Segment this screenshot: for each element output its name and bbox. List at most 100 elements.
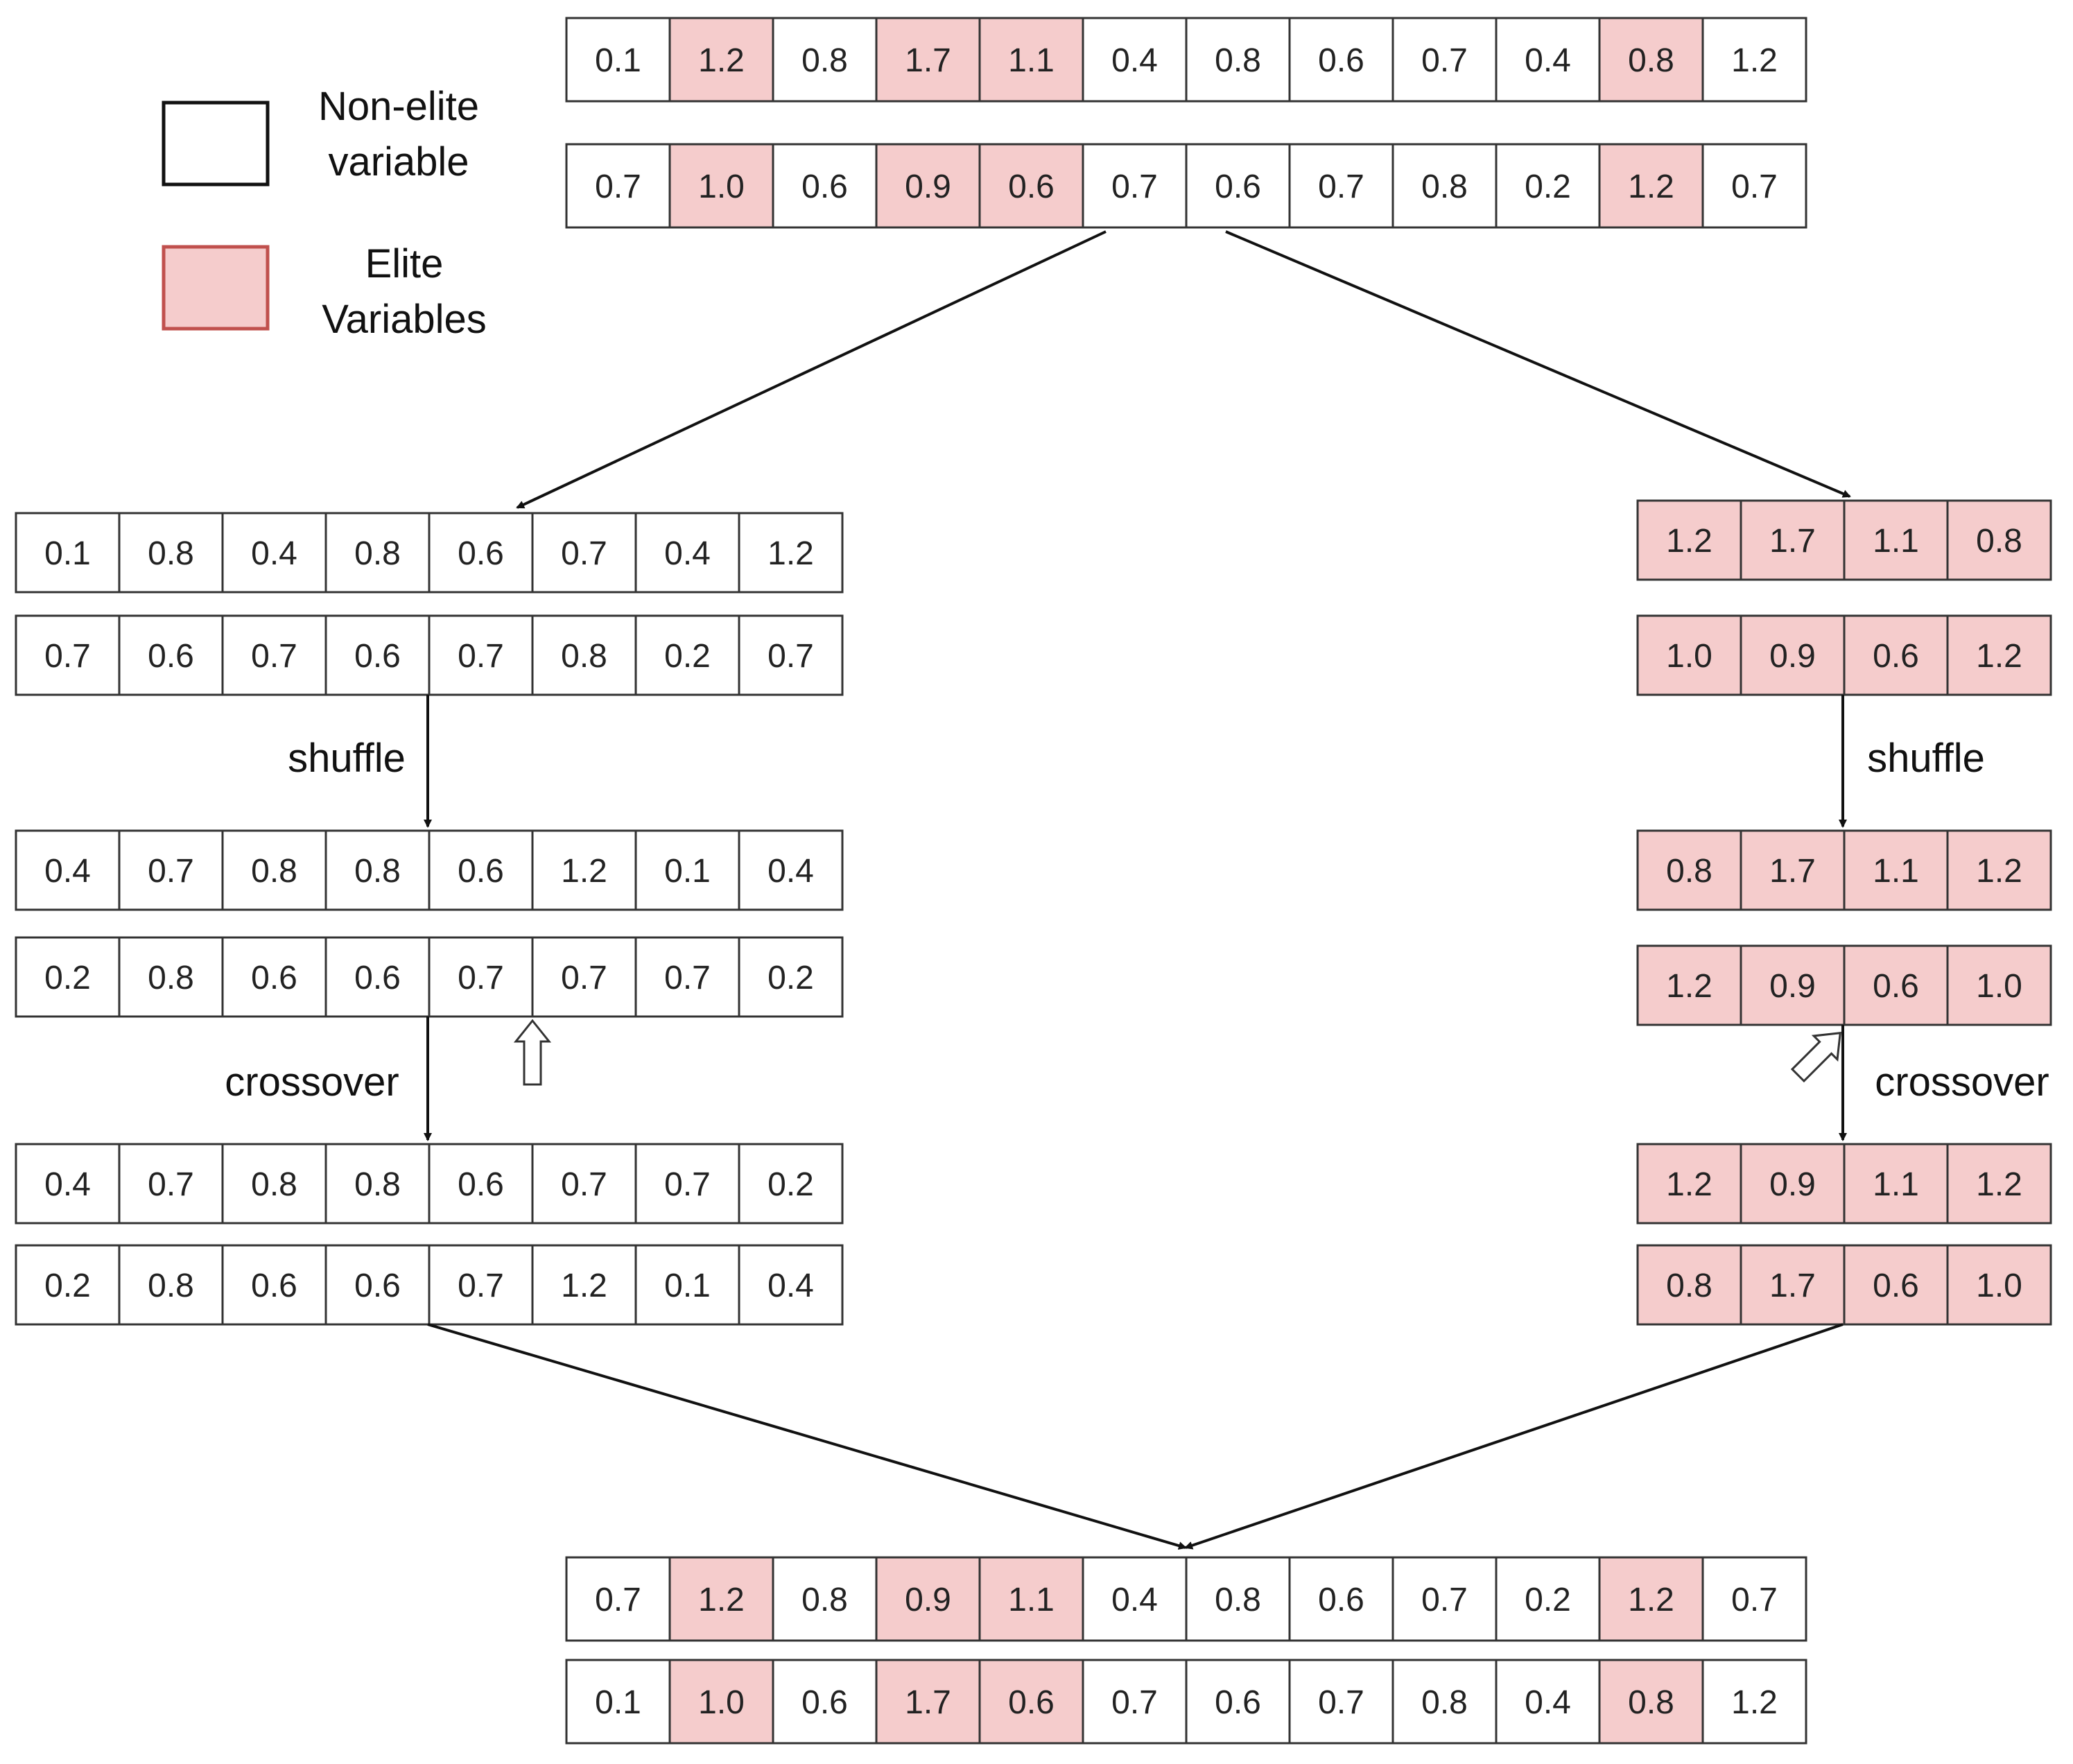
- gene-value: 1.2: [1731, 42, 1778, 79]
- gene-value: 0.4: [1111, 1582, 1158, 1618]
- non-elite-gene-cell: [738, 614, 844, 696]
- gene-value: 0.6: [1873, 968, 1919, 1005]
- elite-gene-cell: [1740, 944, 1846, 1026]
- gene-value: 1.0: [698, 1684, 745, 1721]
- gene-value: 0.7: [458, 638, 504, 675]
- flow-arrows: [424, 230, 1851, 1550]
- legend-elite-label-line1: Elite: [365, 241, 444, 286]
- non-elite-gene-cell: [738, 1143, 844, 1225]
- gene-value: 0.7: [148, 853, 194, 890]
- legend-elite-swatch: [162, 245, 270, 331]
- gene-value: 0.8: [1976, 523, 2022, 560]
- non-elite-gene-cell: [565, 1659, 671, 1745]
- gene-value: 0.2: [767, 960, 814, 996]
- gene-value: 0.6: [1873, 638, 1919, 675]
- gene-value: 1.1: [1008, 42, 1055, 79]
- non-elite-gene-cell: [634, 512, 740, 594]
- legend: Non-elite variable Elite Variables: [162, 84, 487, 342]
- non-elite-gene-cell: [428, 936, 534, 1018]
- elite-gene-cell: [1598, 1556, 1704, 1642]
- arrow-parents-to-elite: [1225, 230, 1851, 498]
- non-elite-gene-cell: [738, 1244, 844, 1326]
- gene-value: 1.7: [1769, 1268, 1816, 1304]
- gene-value: 0.6: [458, 535, 504, 572]
- gene-value: 0.7: [1421, 1582, 1468, 1618]
- gene-value: 0.7: [664, 1166, 711, 1203]
- gene-value: 1.2: [561, 1268, 607, 1304]
- arrow-elite-to-offspring: [1184, 1323, 1844, 1550]
- gene-value: 0.8: [1421, 168, 1468, 205]
- gene-value: 0.7: [664, 960, 711, 996]
- non-elite-gene-cell: [1701, 143, 1807, 229]
- gene-value: 0.1: [664, 853, 711, 890]
- crossover-label-right: crossover: [1875, 1060, 2049, 1105]
- gene-value: 1.7: [905, 1684, 951, 1721]
- gene-value: 0.7: [1731, 1582, 1778, 1618]
- elite-gene-cell: [1636, 1244, 1742, 1326]
- non-elite-gene-cell: [634, 614, 740, 696]
- gene-value: 1.7: [1769, 853, 1816, 890]
- elite-gene-cell: [1740, 499, 1846, 581]
- gene-value: 0.7: [561, 535, 607, 572]
- non-elite-gene-cell: [772, 17, 878, 103]
- gene-value: 0.1: [595, 42, 641, 79]
- elite-gene-cell: [1636, 614, 1742, 696]
- gene-value: 0.6: [1318, 42, 1364, 79]
- non-elite-gene-cell: [565, 143, 671, 229]
- elite-gene-cell: [1946, 829, 2052, 911]
- gene-value: 0.6: [354, 1268, 401, 1304]
- non-elite-gene-cell: [1082, 143, 1188, 229]
- non-elite-gene-cell: [738, 936, 844, 1018]
- non-elite-gene-cell: [428, 1143, 534, 1225]
- non-elite-gene-cell: [634, 936, 740, 1018]
- non-elite-gene-cell: [1391, 143, 1498, 229]
- non-elite-gene-cell: [1288, 143, 1394, 229]
- non-elite-gene-cell: [221, 614, 327, 696]
- gene-value: 0.6: [458, 853, 504, 890]
- elite-gene-cell: [1843, 944, 1949, 1026]
- elite-gene-cell: [978, 1659, 1084, 1745]
- gene-value: 1.7: [905, 42, 951, 79]
- gene-value: 0.9: [1769, 968, 1816, 1005]
- gene-value: 0.6: [1873, 1268, 1919, 1304]
- gene-value: 0.7: [458, 1268, 504, 1304]
- elite-gene-cell: [1740, 829, 1846, 911]
- elite-gene-cell: [1740, 614, 1846, 696]
- non-elite-gene-cell: [772, 1659, 878, 1745]
- non-elite-gene-cell: [15, 512, 121, 594]
- non-elite-gene-cell: [1288, 1556, 1394, 1642]
- elite-gene-cell: [978, 143, 1084, 229]
- non-elite-gene-cell: [1391, 17, 1498, 103]
- non-elite-gene-cell: [1185, 17, 1291, 103]
- gene-value: 1.0: [698, 168, 745, 205]
- non-elite-gene-cell: [1701, 1556, 1807, 1642]
- gene-value: 0.9: [1769, 638, 1816, 675]
- elite-gene-cell: [1636, 499, 1742, 581]
- gene-value: 0.2: [1525, 1582, 1571, 1618]
- gene-value: 0.2: [44, 1268, 91, 1304]
- elite-gene-cell: [1740, 1244, 1846, 1326]
- gene-value: 0.4: [251, 535, 297, 572]
- non-elite-gene-cell: [738, 829, 844, 911]
- non-elite-gene-cell: [221, 512, 327, 594]
- non-elite-gene-cell: [324, 1244, 431, 1326]
- gene-value: 0.6: [354, 638, 401, 675]
- gene-value: 0.7: [1731, 168, 1778, 205]
- crossover-label-left: crossover: [225, 1060, 399, 1105]
- non-elite-gene-cell: [531, 614, 637, 696]
- gene-value: 0.8: [1666, 1268, 1712, 1304]
- non-elite-gene-cell: [1082, 17, 1188, 103]
- crossover-point-marker-right: [1790, 1032, 1841, 1083]
- gene-value: 0.8: [251, 853, 297, 890]
- elite-gene-cell: [1598, 1659, 1704, 1745]
- gene-value: 1.2: [698, 1582, 745, 1618]
- non-elite-gene-cell: [1701, 17, 1807, 103]
- gene-value: 0.7: [251, 638, 297, 675]
- gene-value: 0.8: [148, 535, 194, 572]
- gene-value: 0.7: [561, 1166, 607, 1203]
